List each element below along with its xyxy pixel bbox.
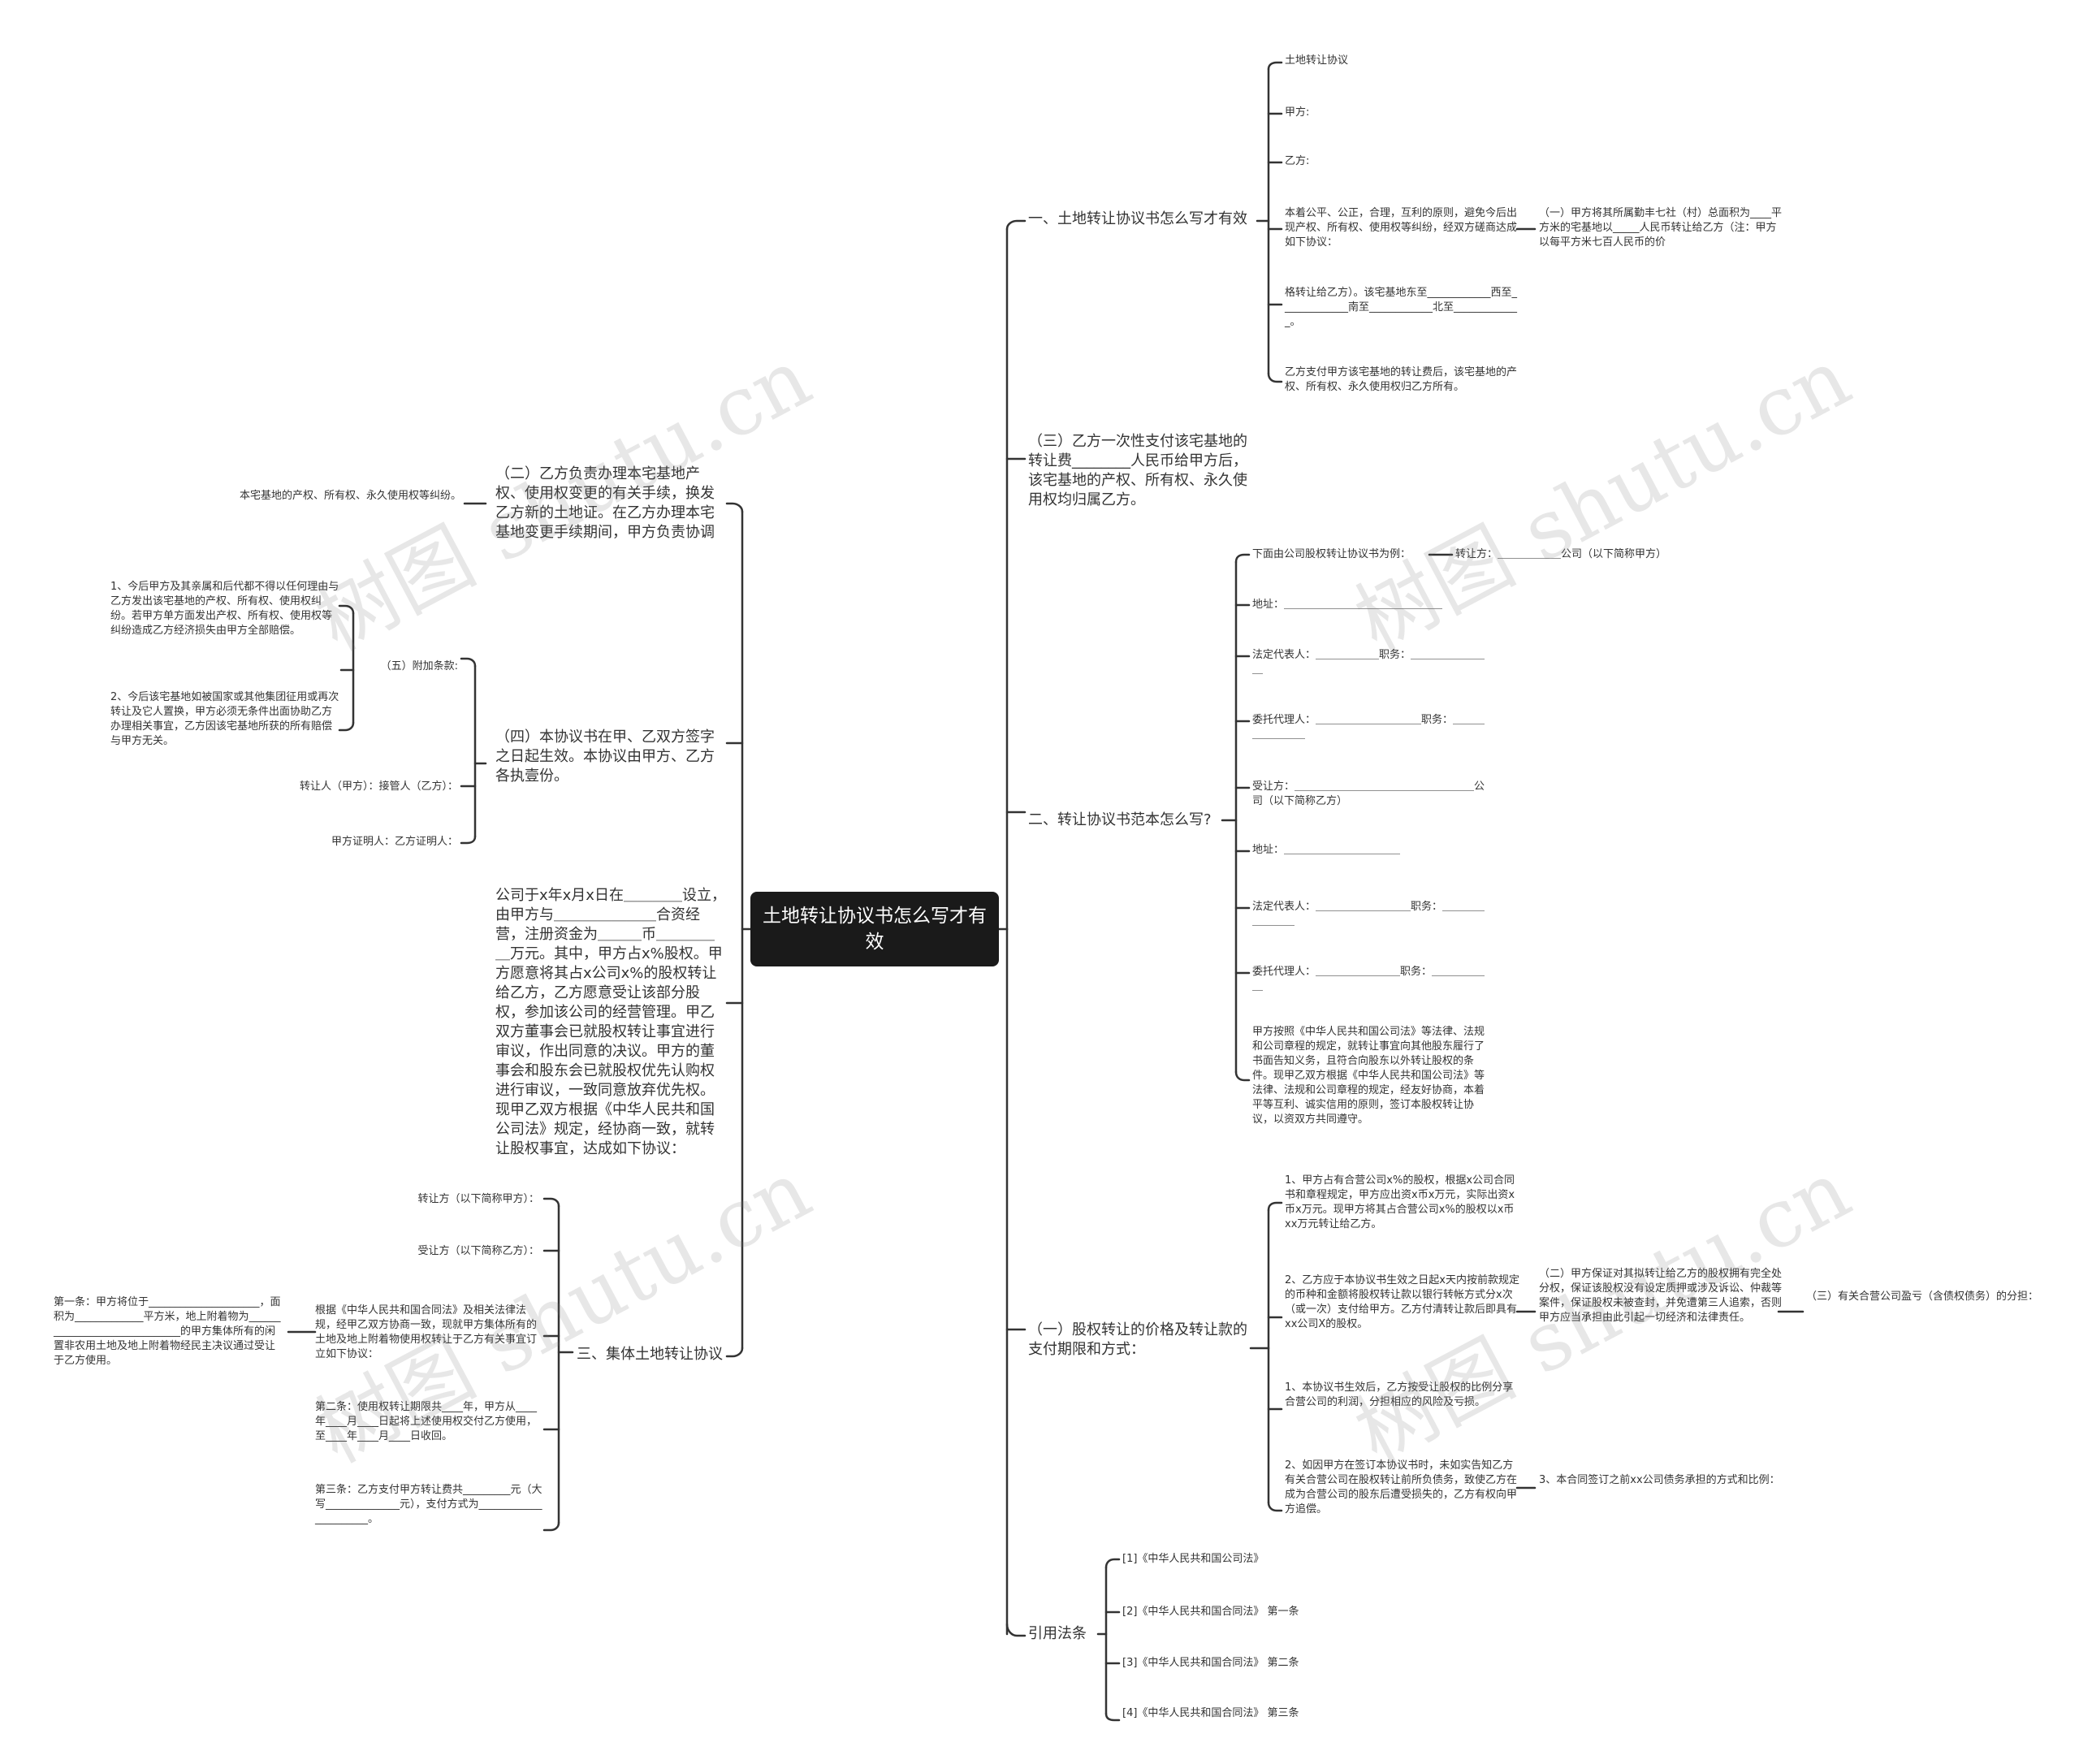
r3-item-1: 下面由公司股权转让协议书为例： bbox=[1252, 548, 1411, 560]
r4-item-2a: （二）甲方保证对其拟转让给乙方的股权拥有完全处分权，保证该股权没有设定质押或涉及… bbox=[1539, 1268, 1783, 1324]
l4-item-5: 第三条：乙方支付甲方转让费共_________元（大写_____________… bbox=[315, 1484, 542, 1525]
l2-item-3: 甲方证明人：乙方证明人： bbox=[331, 836, 458, 848]
law-ref-3[interactable]: [3]《中华人民共和国合同法》 第二条 bbox=[1122, 1657, 1299, 1669]
r1-item-4: 本着公平、公正，合理，互利的原则，避免今后出现产权、所有权、使用权等纠纷，经双方… bbox=[1285, 207, 1518, 249]
l2-item-1b: 2、今后该宅基地如被国家或其他集团征用或再次转让及它人置换，甲方必须无条件出面协… bbox=[110, 691, 339, 747]
l2-item-1a: 1、今后甲方及其亲属和后代都不得以任何理由与乙方发出该宅基地的产权、所有权、使用… bbox=[110, 581, 339, 637]
l4-item-2: 受让方（以下简称乙方）： bbox=[417, 1245, 539, 1257]
r4-item-3: 1、本协议书生效后，乙方按受让股权的比例分享合营公司的利润，分担相应的风险及亏损… bbox=[1285, 1381, 1514, 1408]
l1-item-1: 本宅基地的产权、所有权、永久使用权等纠纷。 bbox=[239, 490, 461, 502]
l2-item-1: （五）附加条款: bbox=[380, 660, 458, 672]
branch-r3-title[interactable]: 二、转让协议书范本怎么写? bbox=[1028, 811, 1212, 828]
r3-item-4: 委托代理人：＿＿＿＿＿＿＿＿＿＿职务：＿＿＿＿＿＿＿＿ bbox=[1252, 714, 1485, 741]
r4-item-4a: 3、本合同签订之前xx公司债务承担的方式和比例： bbox=[1539, 1474, 1780, 1486]
l4-item-3: 根据《中华人民共和国合同法》及相关法律法规，经甲乙双方协商一致，现就甲方集体所有… bbox=[315, 1304, 538, 1360]
r4-item-4: 2、如因甲方在签订本协议书时，未如实告知乙方有关合营公司在股权转让前所负债务，致… bbox=[1285, 1459, 1518, 1515]
branch-r1-title[interactable]: 一、土地转让协议书怎么写才有效 bbox=[1028, 210, 1247, 227]
r4-item-2b: （三）有关合营公司盈亏（含债权债务）的分担： bbox=[1806, 1291, 2039, 1303]
r3-item-7: 法定代表人：＿＿＿＿＿＿＿＿＿职务：＿＿＿＿＿＿＿＿ bbox=[1252, 901, 1485, 927]
root-node[interactable]: 土地转让协议书怎么写才有效 bbox=[750, 892, 999, 966]
r1-item-6: 乙方支付甲方该宅基地的转让费后，该宅基地的产权、所有权、永久使用权归乙方所有。 bbox=[1285, 366, 1518, 393]
branch-r2[interactable]: （三）乙方一次性支付该宅基地的转让费________人民币给甲方后，该宅基地的产… bbox=[1028, 433, 1247, 508]
r1-item-5: 格转让给乙方）。该宅基地东至____________西至____________… bbox=[1285, 287, 1518, 328]
law-ref-4[interactable]: [4]《中华人民共和国合同法》 第三条 bbox=[1122, 1707, 1299, 1719]
branch-l2-title[interactable]: （四）本协议书在甲、乙双方签字之日起生效。本协议由甲方、乙方各执壹份。 bbox=[495, 729, 715, 785]
r1-item-4a: （一）甲方将其所属勤丰七社（村）总面积为____平方米的宅基地以_____人民币… bbox=[1539, 207, 1783, 249]
law-ref-2[interactable]: [2]《中华人民共和国合同法》 第一条 bbox=[1122, 1606, 1299, 1618]
r3-item-8: 委托代理人：＿＿＿＿＿＿＿＿职务：＿＿＿＿＿＿ bbox=[1252, 966, 1485, 992]
r1-item-3: 乙方: bbox=[1285, 155, 1310, 167]
r3-item-9: 甲方按照《中华人民共和国公司法》等法律、法规和公司章程的规定，就转让事宜向其他股… bbox=[1252, 1026, 1485, 1126]
branch-l4-title[interactable]: 三、集体土地转让协议 bbox=[577, 1346, 723, 1363]
r4-item-2: 2、乙方应于本协议书生效之日起x天内按前款规定的币种和金额将股权转让款以银行转帐… bbox=[1285, 1274, 1519, 1330]
l4-item-1: 转让方（以下简称甲方）： bbox=[417, 1193, 539, 1205]
branch-r5-title[interactable]: 引用法条 bbox=[1028, 1625, 1087, 1642]
l2-item-2: 转让人（甲方）：接管人（乙方）： bbox=[299, 780, 458, 793]
r3-item-5: 受让方：＿＿＿＿＿＿＿＿＿＿＿＿＿＿＿＿＿公司（以下简称乙方） bbox=[1252, 780, 1485, 807]
r3-item-1a: 转让方：＿＿＿＿＿＿公司（以下简称甲方） bbox=[1455, 548, 1667, 560]
r4-item-1: 1、甲方占有合营公司x%的股权，根据x公司合同书和章程规定，甲方应出资x币x万元… bbox=[1285, 1174, 1515, 1230]
r3-item-3: 法定代表人：＿＿＿＿＿＿职务：＿＿＿＿＿＿＿＿ bbox=[1252, 649, 1485, 676]
r1-item-1: 土地转让协议 bbox=[1285, 54, 1349, 67]
r3-item-6: 地址：＿＿＿＿＿＿＿＿＿＿＿ bbox=[1252, 844, 1401, 856]
branch-r4-title[interactable]: （一）股权转让的价格及转让款的支付期限和方式： bbox=[1028, 1321, 1247, 1358]
r3-item-2: 地址：＿＿＿＿＿＿＿＿＿＿＿＿＿＿＿ bbox=[1252, 599, 1443, 611]
r1-item-2: 甲方: bbox=[1285, 106, 1310, 119]
l4-item-4: 第二条：使用权转让期限共____年，甲方从____年____月____日起将上述… bbox=[315, 1401, 538, 1442]
branch-l1-title[interactable]: （二）乙方负责办理本宅基地产权、使用权变更的有关手续，换发乙方新的土地证。在乙方… bbox=[495, 465, 715, 541]
law-ref-1[interactable]: [1]《中华人民共和国公司法》 bbox=[1122, 1553, 1264, 1565]
l4-item-3a: 第一条：甲方将位于_____________________，面积为______… bbox=[54, 1296, 281, 1367]
branch-l3[interactable]: 公司于x年x月x日在＿＿＿＿设立，由甲方与＿＿＿＿＿＿＿合资经营，注册资金为＿＿… bbox=[495, 887, 726, 1157]
